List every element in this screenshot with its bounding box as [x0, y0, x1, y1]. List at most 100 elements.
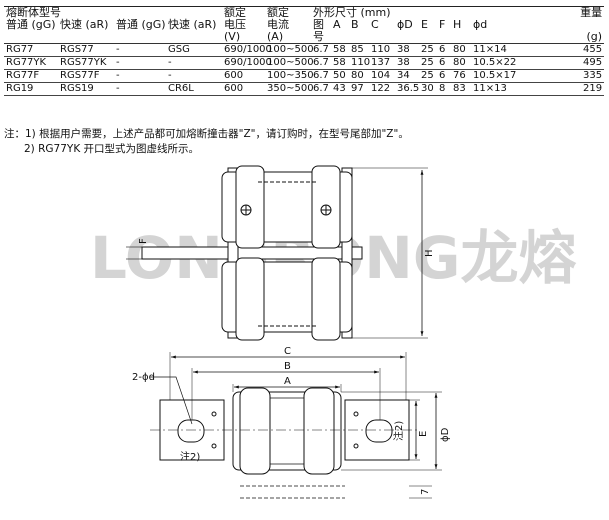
- header-fig-2: 号: [311, 31, 331, 44]
- header-col-h: H: [453, 18, 462, 31]
- table-cell: -: [114, 82, 166, 96]
- note-1: 注：1) 根据用户需要，上述产品都可加熔断撞击器"Z"，请订购时，在型号尾部加"…: [4, 128, 409, 140]
- plan-view: [150, 352, 442, 499]
- table-cell: -: [114, 43, 166, 57]
- label-f: F: [138, 238, 149, 244]
- table-cell: -: [166, 69, 222, 83]
- header-col-f: F: [439, 18, 446, 31]
- table-cell: 100~500: [265, 43, 314, 57]
- table-cell: 80: [451, 43, 471, 57]
- front-frame-left: [227, 167, 239, 339]
- table-cell: 100~350: [265, 69, 314, 83]
- header-voltage-2: 电压: [224, 18, 246, 31]
- table-cell: 34: [395, 69, 419, 83]
- header-ar-2: 快速 (aR): [168, 18, 217, 31]
- front-view: [126, 165, 428, 341]
- header-col-e: E: [421, 18, 428, 31]
- table-cell: 50: [331, 69, 349, 83]
- table-cell: 38: [395, 56, 419, 70]
- table-cell: -: [114, 69, 166, 83]
- label-e: E: [418, 431, 429, 437]
- label-hole: 2-ϕd: [132, 372, 155, 383]
- front-cap-right-lower: [311, 257, 341, 341]
- table-cell: 6.7: [311, 43, 331, 57]
- front-cap-left-lower: [235, 257, 265, 341]
- table-cell: 110: [349, 56, 371, 70]
- table-cell: 335: [531, 69, 605, 83]
- note-2: 2) RG77YK 开口型式为图虚线所示。: [24, 143, 200, 155]
- label-note2-left: 注2): [180, 450, 200, 463]
- table-cell: 8: [437, 82, 451, 96]
- table-cell: -: [114, 56, 166, 70]
- label-seven: 7: [420, 489, 431, 495]
- header-gg-2: 普通 (gG): [116, 18, 166, 31]
- table-cell: 83: [451, 82, 471, 96]
- table-cell: 6: [437, 69, 451, 83]
- table-cell: -: [166, 56, 222, 70]
- header-voltage-3: (V): [222, 31, 265, 44]
- table-cell: 97: [349, 82, 369, 96]
- table-cell: RGS77F: [58, 69, 114, 83]
- table-cell: 76: [451, 69, 471, 83]
- table-cell: RG77YK: [4, 56, 58, 70]
- table-cell: 122: [369, 82, 395, 96]
- table-cell: 495: [531, 56, 605, 70]
- table-cell: 110: [369, 43, 395, 57]
- header-gg-1: 普通 (gG): [6, 18, 56, 31]
- header-col-d: ϕD: [397, 18, 413, 31]
- notes: 注：1) 根据用户需要，上述产品都可加熔断撞击器"Z"，请订购时，在型号尾部加"…: [4, 127, 409, 157]
- table-cell: CR6L: [166, 82, 222, 96]
- table-cell: RGS19: [58, 82, 114, 96]
- header-dimensions: 外形尺寸 (mm): [311, 6, 532, 19]
- table-cell: 11×13: [471, 82, 532, 96]
- table-cell: 350~500: [265, 82, 314, 96]
- table-cell: 219: [531, 82, 605, 96]
- label-b: B: [284, 361, 291, 372]
- table-cell: RG77F: [4, 69, 58, 83]
- table-cell: 85: [349, 43, 369, 57]
- header-current-3: (A): [265, 31, 311, 44]
- table-cell: 10.5×17: [471, 69, 532, 83]
- table-cell: 600: [222, 69, 265, 83]
- header-col-d-small: ϕd: [473, 18, 488, 31]
- table-cell: 43: [331, 82, 349, 96]
- table-cell: 80: [451, 56, 471, 70]
- table-cell: 36.5: [395, 82, 420, 96]
- table-cell: 80: [349, 69, 369, 83]
- front-frame-right: [341, 167, 353, 339]
- table-cell: 25: [419, 43, 437, 57]
- header-weight-1: 重量: [531, 6, 605, 19]
- header-ar-1: 快速 (aR): [60, 18, 109, 31]
- table-cell: 58: [331, 43, 349, 57]
- table-cell: 455: [531, 43, 605, 57]
- label-note2-right: 注2): [392, 421, 405, 441]
- header-current-1: 额定: [265, 6, 311, 19]
- header-col-a: A: [333, 18, 341, 31]
- label-phi-d: ϕD: [440, 427, 451, 442]
- label-a: A: [284, 376, 291, 387]
- header-current-2: 电流: [267, 18, 289, 31]
- table-cell: 58: [331, 56, 349, 70]
- table-cell: 6.7: [311, 82, 331, 96]
- table-cell: 690/1000: [222, 56, 272, 70]
- header-model-group: 熔断体型号: [4, 6, 222, 19]
- table-cell: RGS77: [58, 43, 114, 57]
- table-cell: RGS77YK: [58, 56, 114, 70]
- table-cell: 38: [395, 43, 419, 57]
- header-fig-1: 图: [313, 18, 324, 31]
- table-cell: 137: [369, 56, 395, 70]
- plan-cap-left: [239, 387, 271, 475]
- spec-table: 熔断体型号 额定 额定 外形尺寸 (mm) 重量 普通 (gG) 快速 (aR)…: [4, 6, 605, 96]
- table-cell: 104: [369, 69, 395, 83]
- plan-slot-right: [365, 419, 393, 443]
- table-cell: 6.7: [311, 69, 331, 83]
- table-cell: 100~500: [265, 56, 314, 70]
- table-cell: 25: [419, 69, 437, 83]
- table-cell: 6: [437, 43, 451, 57]
- table-cell: 6: [437, 56, 451, 70]
